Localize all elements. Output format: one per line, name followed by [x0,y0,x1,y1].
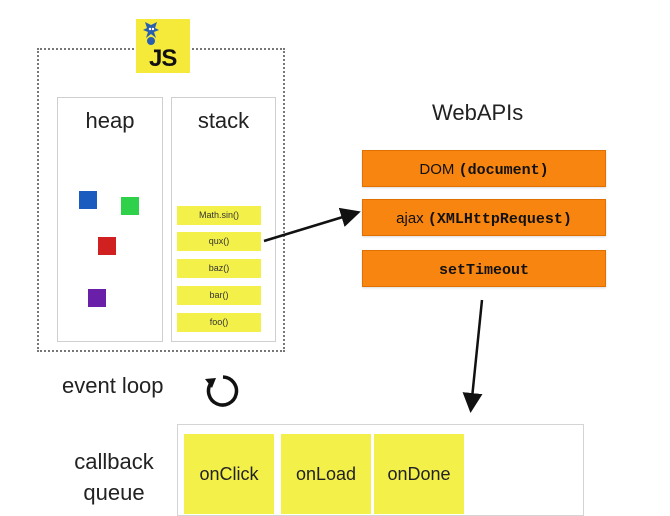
webapi-code: setTimeout [438,262,529,279]
webapi-prefix: ajax [396,210,428,227]
webapis-title: WebAPIs [432,100,524,125]
callback-item: onDone [374,434,464,514]
heap-object-purple [88,289,106,307]
callback-item: onClick [184,434,274,514]
webapi-code: (XMLHttpRequest) [427,211,572,228]
stack-frame: bar() [177,286,261,305]
stack-frame: foo() [177,313,261,332]
callback-queue-label-line2: queue [83,480,145,505]
stack-frame: qux() [177,232,261,251]
loop-arrow-icon [205,375,239,407]
stack-frame: baz() [177,259,261,278]
heap-object-red [98,237,116,255]
webapi-prefix: DOM [419,161,459,178]
callback-queue-label-line1: callback [74,449,154,474]
heap-object-blue [79,191,97,209]
heap-object-green [121,197,139,215]
webapi-code: (document) [458,162,549,179]
js-mascot-icon [143,22,159,45]
arrow-webapis-to-queue [462,299,484,413]
event-loop-label: event loop [62,373,164,398]
js-logo: JS [136,19,190,73]
webapi-settimeout: setTimeout [362,250,606,287]
stack-frame: Math.sin() [177,206,261,225]
webapi-ajax: ajax (XMLHttpRequest) [362,199,606,236]
js-logo-text: JS [149,45,177,72]
stack-title: stack [197,108,250,133]
webapi-dom: DOM (document) [362,150,606,187]
callback-item: onLoad [281,434,371,514]
callback-queue-label: callback queue [62,446,166,508]
heap-panel: heap [57,97,163,342]
heap-title: heap [85,108,135,133]
